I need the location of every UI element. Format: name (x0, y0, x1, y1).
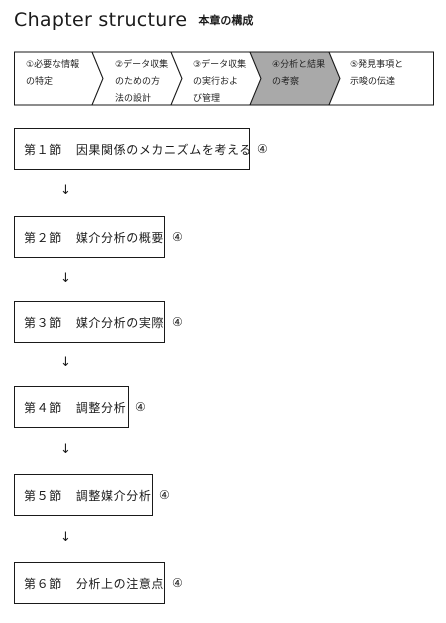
section-3-step-ref: ④ (172, 315, 183, 329)
section-2-box: 第２節 媒介分析の概要 (14, 216, 165, 258)
section-4-number: 第４節 (24, 400, 62, 415)
section-6-title: 分析上の注意点 (75, 576, 165, 591)
process-step-3-label: ③データ収集 の実行およ び管理 (193, 60, 247, 104)
process-step-1-label: ①必要な情報 の特定 (26, 60, 80, 87)
section-5-step-ref: ④ (159, 488, 170, 502)
section-4-box: 第４節 調整分析 (14, 386, 129, 428)
research-process-flow: ①必要な情報 の特定 ②データ収集 のための方 法の設計 ③データ収集 の実行お… (14, 51, 434, 106)
chapter-subtitle: 本章の構成 (198, 14, 254, 27)
process-flow-shapes (14, 51, 434, 106)
process-step-4-label: ④分析と結果 の考察 (272, 60, 326, 87)
section-5-box: 第５節 調整媒介分析 (14, 474, 153, 516)
section-1-number: 第１節 (24, 142, 62, 157)
section-6-number: 第６節 (24, 576, 62, 591)
section-5-title: 調整媒介分析 (75, 488, 152, 503)
section-3-box: 第３節 媒介分析の実際 (14, 301, 165, 343)
section-2-step-ref: ④ (172, 230, 183, 244)
down-arrow-icon: ↓ (60, 183, 71, 198)
section-5-number: 第５節 (24, 488, 62, 503)
down-arrow-icon: ↓ (60, 355, 71, 370)
chapter-header: Chapter structure 本章の構成 (14, 9, 253, 31)
section-3-title: 媒介分析の実際 (75, 315, 165, 330)
section-4-title: 調整分析 (75, 400, 127, 415)
chapter-title: Chapter structure (14, 9, 188, 31)
down-arrow-icon: ↓ (60, 442, 71, 457)
section-2-title: 媒介分析の概要 (75, 230, 165, 245)
section-6-step-ref: ④ (172, 576, 183, 590)
process-step-2-label: ②データ収集 のための方 法の設計 (115, 60, 169, 104)
process-step-5-shape (328, 51, 434, 106)
section-2-number: 第２節 (24, 230, 62, 245)
down-arrow-icon: ↓ (60, 271, 71, 286)
down-arrow-icon: ↓ (60, 530, 71, 545)
section-1-title: 因果関係のメカニズムを考える (75, 142, 252, 157)
section-6-box: 第６節 分析上の注意点 (14, 562, 165, 604)
section-1-step-ref: ④ (257, 142, 268, 156)
section-4-step-ref: ④ (135, 400, 146, 414)
section-1-box: 第１節 因果関係のメカニズムを考える (14, 128, 252, 170)
section-3-number: 第３節 (24, 315, 62, 330)
process-step-5-label: ⑤発見事項と 示唆の伝達 (350, 60, 404, 87)
